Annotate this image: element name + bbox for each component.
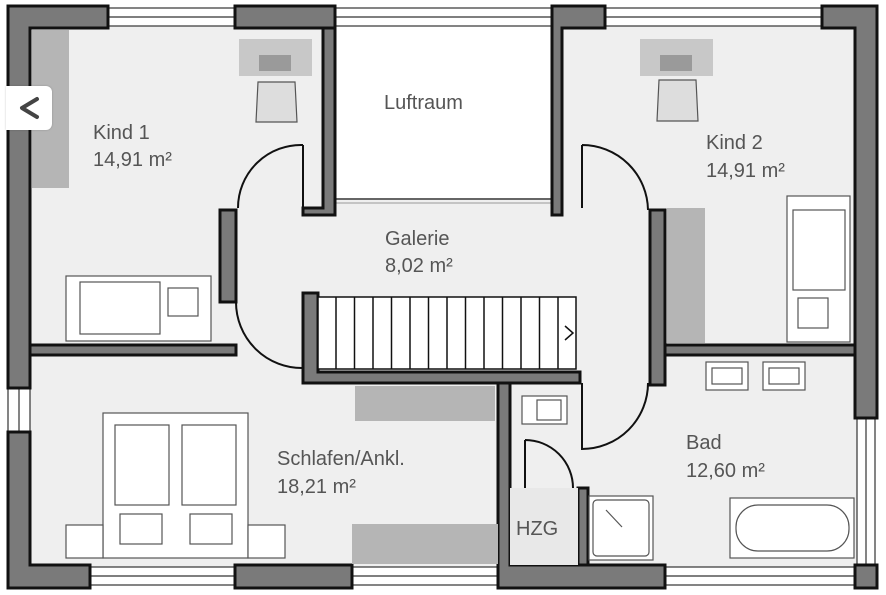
room-area-kind1: 14,91 m² bbox=[93, 149, 172, 171]
nightstand-right bbox=[247, 524, 286, 559]
staircase bbox=[317, 296, 577, 370]
room-area-kind2: 14,91 m² bbox=[706, 160, 785, 182]
room-labels: Kind 1 14,91 m² Luftraum Kind 2 14,91 m²… bbox=[93, 92, 785, 540]
furniture bbox=[32, 30, 855, 565]
chair-kind1 bbox=[255, 81, 298, 123]
nightstand-left bbox=[65, 524, 104, 559]
hzg-room bbox=[510, 488, 578, 565]
room-area-schlafen: 18,21 m² bbox=[277, 476, 356, 498]
room-name-schlafen: Schlafen/Ankl. bbox=[277, 448, 405, 470]
chair-kind2 bbox=[656, 79, 699, 122]
wardrobe-schlafen-top bbox=[355, 386, 495, 421]
room-area-galerie: 8,02 m² bbox=[385, 255, 453, 277]
room-name-galerie: Galerie bbox=[385, 228, 449, 250]
room-name-kind1: Kind 1 bbox=[93, 122, 150, 144]
room-name-luftraum: Luftraum bbox=[384, 92, 463, 114]
room-name-hzg: HZG bbox=[516, 518, 558, 540]
room-name-bad: Bad bbox=[686, 432, 722, 454]
wardrobe-schlafen-bottom bbox=[352, 524, 498, 564]
outer-walls bbox=[6, 4, 879, 590]
doors bbox=[235, 143, 649, 489]
chevron-left-icon bbox=[20, 97, 39, 119]
interior-walls bbox=[28, 26, 857, 567]
luftraum-void bbox=[335, 26, 552, 200]
room-name-kind2: Kind 2 bbox=[706, 132, 763, 154]
back-button[interactable] bbox=[6, 86, 52, 130]
wardrobe-kind2 bbox=[667, 208, 705, 343]
room-area-bad: 12,60 m² bbox=[686, 460, 765, 482]
